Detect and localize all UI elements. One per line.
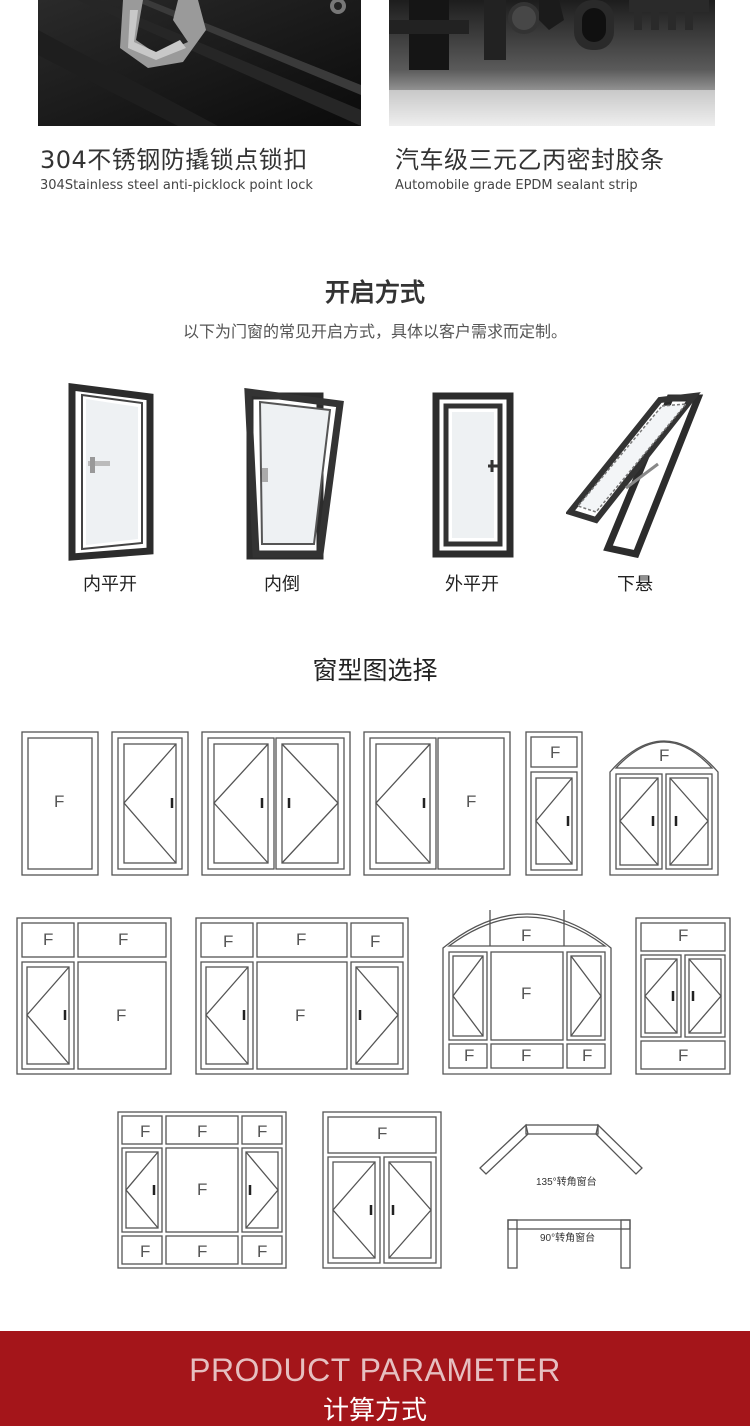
outward-casement-window-icon [432, 392, 514, 558]
fixed-mark: F [257, 1242, 268, 1261]
fixed-mark: F [54, 792, 65, 811]
fixed-mark: F [118, 930, 129, 949]
fixed-mark: F [464, 1046, 475, 1065]
window-transom-casement [525, 731, 583, 876]
fixed-mark: F [521, 1046, 532, 1065]
fixed-mark: F [678, 1046, 689, 1065]
window-casement-plus-fixed [363, 731, 511, 876]
inward-casement-window-icon [68, 383, 154, 561]
fixed-mark: F [521, 926, 532, 945]
fixed-mark: F [140, 1122, 151, 1141]
fixed-mark: F [582, 1046, 593, 1065]
opening-type-label: 外平开 [445, 574, 499, 595]
fixed-mark: F [140, 1242, 151, 1261]
fixed-mark: F [296, 930, 307, 949]
feature-subtitle-lock: 304Stainless steel anti-picklock point l… [40, 178, 313, 193]
window-double-casement [201, 731, 351, 876]
window-transom-double [322, 1111, 442, 1269]
window-double-transom-sill [635, 917, 731, 1075]
awning-window-icon [566, 392, 704, 558]
fixed-mark: F [257, 1122, 268, 1141]
window-fixed-single [21, 731, 99, 876]
fixed-mark: F [550, 743, 561, 762]
feature-subtitle-seal: Automobile grade EPDM sealant strip [395, 178, 638, 193]
fixed-mark: F [659, 746, 670, 765]
fixed-mark: F [43, 930, 54, 949]
fixed-pane-marks: F F F F F F F F F F F F F F F F F F F F … [0, 710, 750, 1290]
opening-type-label: 下悬 [617, 574, 653, 595]
window-arched-triple [442, 910, 612, 1075]
lock-point-photo [38, 0, 361, 126]
opening-section-title: 开启方式 [324, 278, 425, 307]
fixed-mark: F [223, 932, 234, 951]
window-type-diagrams [16, 731, 731, 1269]
corner-135-caption: 135°转角窗台 [536, 1177, 597, 1188]
feature-title-lock: 304不锈钢防撬锁点锁扣 [40, 146, 308, 174]
product-parameter-banner [0, 1331, 750, 1426]
window-triple-grid [117, 1111, 287, 1269]
window-single-casement [111, 731, 189, 876]
fixed-mark: F [197, 1242, 208, 1261]
window-arched-double [609, 740, 719, 876]
fixed-mark: F [197, 1180, 208, 1199]
corner-90-window-sill [507, 1219, 631, 1269]
tilt-in-window-icon [244, 388, 344, 560]
fixed-mark: F [116, 1006, 127, 1025]
banner-title-en: PRODUCT PARAMETER [189, 1352, 561, 1388]
fixed-mark: F [521, 984, 532, 1003]
window-transom-casement-fixed [16, 917, 172, 1075]
window-type-section-title: 窗型图选择 [312, 656, 438, 685]
banner-title-cn: 计算方式 [322, 1396, 427, 1426]
opening-section-subtitle: 以下为门窗的常见开启方式，具体以客户需求而定制。 [182, 322, 567, 341]
fixed-mark: F [466, 792, 477, 811]
corner-135-window-sill [479, 1123, 643, 1175]
opening-type-label: 内平开 [83, 574, 137, 595]
corner-90-caption: 90°转角窗台 [540, 1233, 596, 1244]
fixed-mark: F [377, 1124, 388, 1143]
opening-type-label: 内倒 [264, 574, 300, 595]
feature-title-seal: 汽车级三元乙丙密封胶条 [395, 146, 665, 174]
fixed-mark: F [678, 926, 689, 945]
epdm-seal-photo [389, 0, 715, 126]
fixed-mark: F [295, 1006, 306, 1025]
fixed-mark: F [370, 932, 381, 951]
window-triple-transom [195, 917, 409, 1075]
fixed-mark: F [197, 1122, 208, 1141]
